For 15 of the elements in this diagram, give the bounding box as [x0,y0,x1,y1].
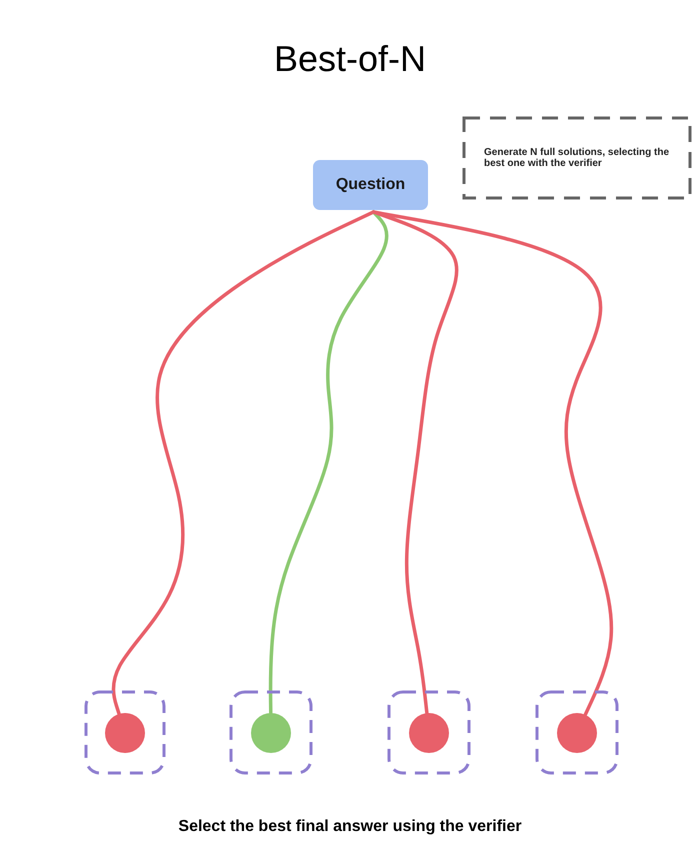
connector-line [112,210,376,716]
title: Best-of-N [272,38,428,80]
answer-dot [557,712,597,752]
connector-line [268,210,388,714]
answer-frame [84,690,166,775]
answer-dot [409,712,449,752]
caption: Select the best final answer using the verifier [177,818,523,836]
answer-frame [535,690,619,775]
answer-dot [105,712,145,752]
question-box: Question [313,160,428,210]
answer-frame [229,690,313,775]
note-box: Generate N full solutions, selecting the best one with the verifier [462,116,692,200]
answer-frame [387,690,471,775]
answer-dot [251,712,291,752]
connector-line [372,210,614,716]
